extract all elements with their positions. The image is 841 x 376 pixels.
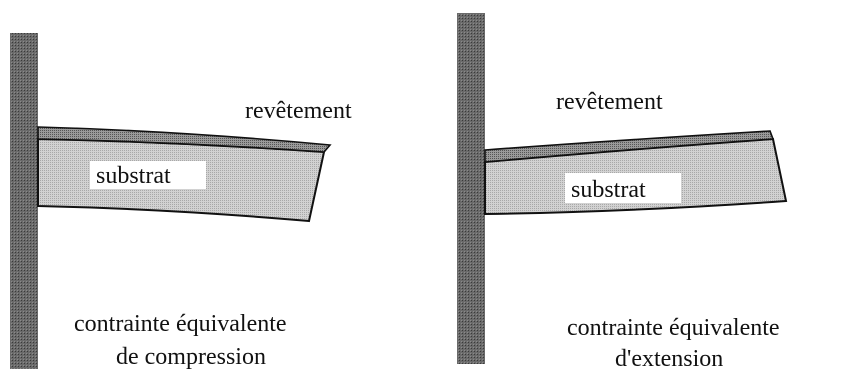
diagram-compression: substrat revêtement contrainte équivalen…	[10, 33, 352, 370]
coating-label-right: revêtement	[556, 89, 663, 115]
caption-left-line2: de compression	[116, 344, 266, 370]
coating-layer-right	[484, 130, 775, 163]
wall-left	[10, 33, 38, 369]
substrate-label-bg-right	[565, 173, 681, 203]
caption-right-line1: contrainte équivalente	[567, 315, 780, 341]
substrate-label-bg-left	[90, 161, 206, 189]
caption-left-line1: contrainte équivalente	[74, 311, 287, 337]
substrate-label-right: substrat	[571, 177, 646, 203]
diagram-extension: substrat revêtement contrainte équivalen…	[457, 13, 788, 372]
substrate-label-left: substrat	[96, 163, 171, 189]
coating-label-left: revêtement	[245, 98, 352, 124]
coating-layer-left	[37, 126, 332, 153]
caption-right-line2: d'extension	[615, 346, 723, 371]
wall-right	[457, 13, 485, 364]
